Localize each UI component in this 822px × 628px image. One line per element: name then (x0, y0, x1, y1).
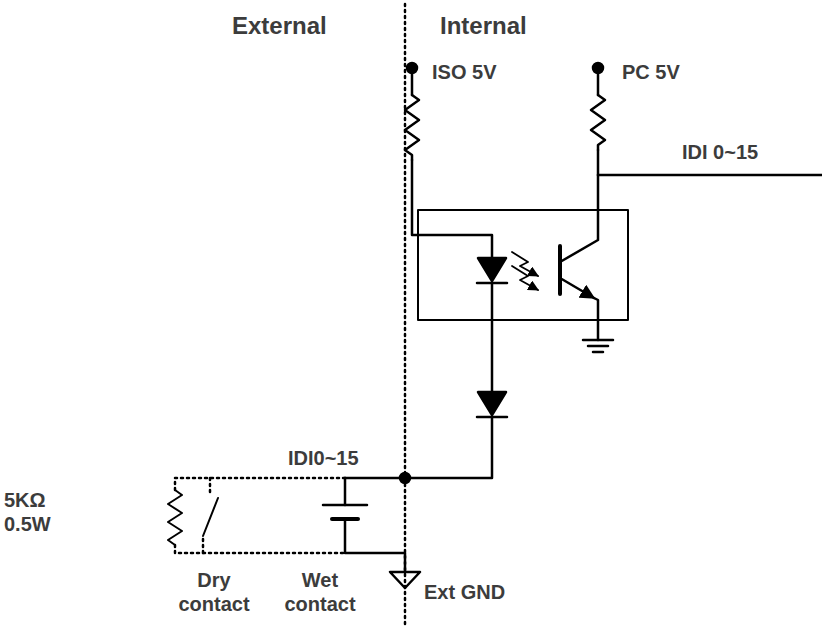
wire (345, 417, 492, 478)
transistor-emitter (560, 278, 594, 298)
wire (491, 283, 494, 392)
ground-symbol (588, 345, 608, 348)
light-arrow (512, 252, 538, 276)
light-arrow (512, 266, 538, 290)
wire (594, 298, 598, 340)
diode-symbol (478, 392, 506, 415)
contact-label: Wet contact (274, 568, 366, 616)
ground-symbol (390, 572, 420, 588)
resistor-symbol (591, 95, 605, 150)
transistor-collector (560, 175, 598, 262)
region-label: Internal (440, 12, 527, 41)
dashed-wire (175, 478, 345, 490)
wire (597, 68, 600, 95)
dashed-wire (209, 478, 212, 494)
input-terminal (400, 473, 410, 483)
supply-label: ISO 5V (432, 60, 496, 84)
isolation-boundary (404, 4, 407, 628)
dashed-wire (175, 545, 345, 553)
transistor-base (558, 246, 562, 294)
region-label: External (232, 12, 327, 41)
wire (597, 150, 600, 175)
led-symbol (478, 258, 506, 281)
ground-symbol (583, 339, 613, 342)
pin-label: IDI0~15 (288, 446, 359, 470)
wire (345, 519, 405, 572)
wire (344, 478, 347, 505)
wire (411, 68, 414, 95)
resistor-symbol (405, 95, 419, 160)
resistor-symbol (168, 490, 182, 545)
switch-symbol (203, 498, 218, 536)
optocoupler-box (418, 210, 628, 320)
ground-symbol (593, 351, 603, 354)
signal-label: IDI 0~15 (682, 140, 758, 164)
battery-symbol (323, 504, 367, 507)
resistor-value: 5KΩ 0.5W (4, 488, 66, 536)
output-wire (598, 174, 822, 177)
dashed-wire (202, 538, 205, 553)
contact-label: Dry contact (166, 568, 262, 616)
ground-label: Ext GND (424, 580, 505, 604)
supply-label: PC 5V (622, 60, 680, 84)
